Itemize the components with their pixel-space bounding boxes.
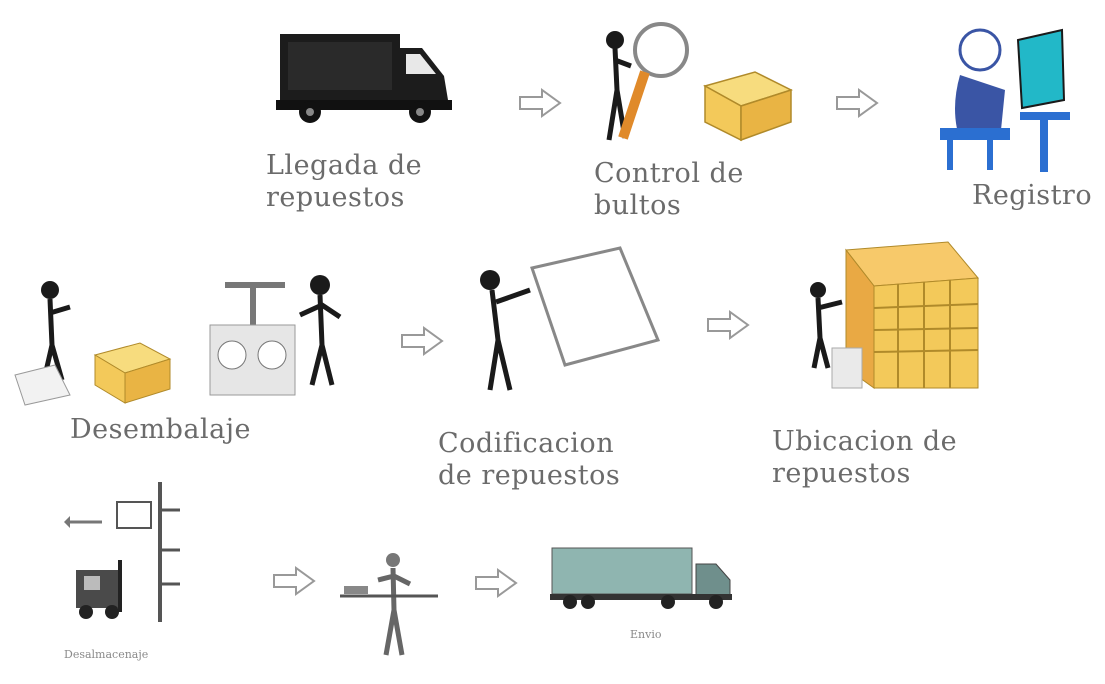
- label-llegada: Llegada de repuestos: [266, 150, 422, 215]
- label-line: Registro: [972, 180, 1093, 211]
- label-line: Desalmacenaje: [64, 648, 149, 661]
- label-line: Llegada de: [266, 150, 423, 181]
- delivery-van-icon: [276, 34, 452, 123]
- label-line: bultos: [594, 190, 682, 222]
- coding-sheet-icon: [480, 246, 661, 391]
- label-control: Control de bultos: [594, 158, 744, 223]
- label-line: Envio: [630, 628, 662, 641]
- computer-operator-icon: [940, 28, 1070, 172]
- label-line: Desembalaje: [70, 414, 252, 445]
- label-desembalaje: Desembalaje: [70, 414, 251, 446]
- label-desalmacenaje: Desalmacenaje: [64, 648, 148, 661]
- right-arrow-icon: [475, 568, 518, 598]
- label-ubicacion: Ubicacion de repuestos: [772, 426, 957, 491]
- label-line: Control de: [594, 158, 744, 189]
- label-line: Codificacion: [438, 428, 615, 459]
- label-registro: Registro: [972, 180, 1092, 212]
- shelving-icon: [810, 241, 980, 389]
- label-line: Ubicacion de: [772, 426, 958, 457]
- label-codificacion: Codificacion de repuestos: [438, 428, 620, 493]
- magnifier-inspector-icon: [606, 22, 793, 142]
- worker-table-icon: [340, 553, 438, 656]
- label-line: repuestos: [266, 182, 405, 214]
- right-arrow-icon: [401, 326, 444, 356]
- label-line: de repuestos: [438, 460, 621, 492]
- label-envio: Envio: [630, 628, 661, 641]
- right-arrow-icon: [273, 566, 316, 596]
- unpacking-scale-icon: [14, 275, 342, 406]
- right-arrow-icon: [836, 88, 879, 118]
- right-arrow-icon: [519, 88, 562, 118]
- label-line: repuestos: [772, 458, 911, 490]
- right-arrow-icon: [707, 310, 750, 340]
- truck-icon: [550, 547, 732, 609]
- forklift-icon: [64, 482, 180, 622]
